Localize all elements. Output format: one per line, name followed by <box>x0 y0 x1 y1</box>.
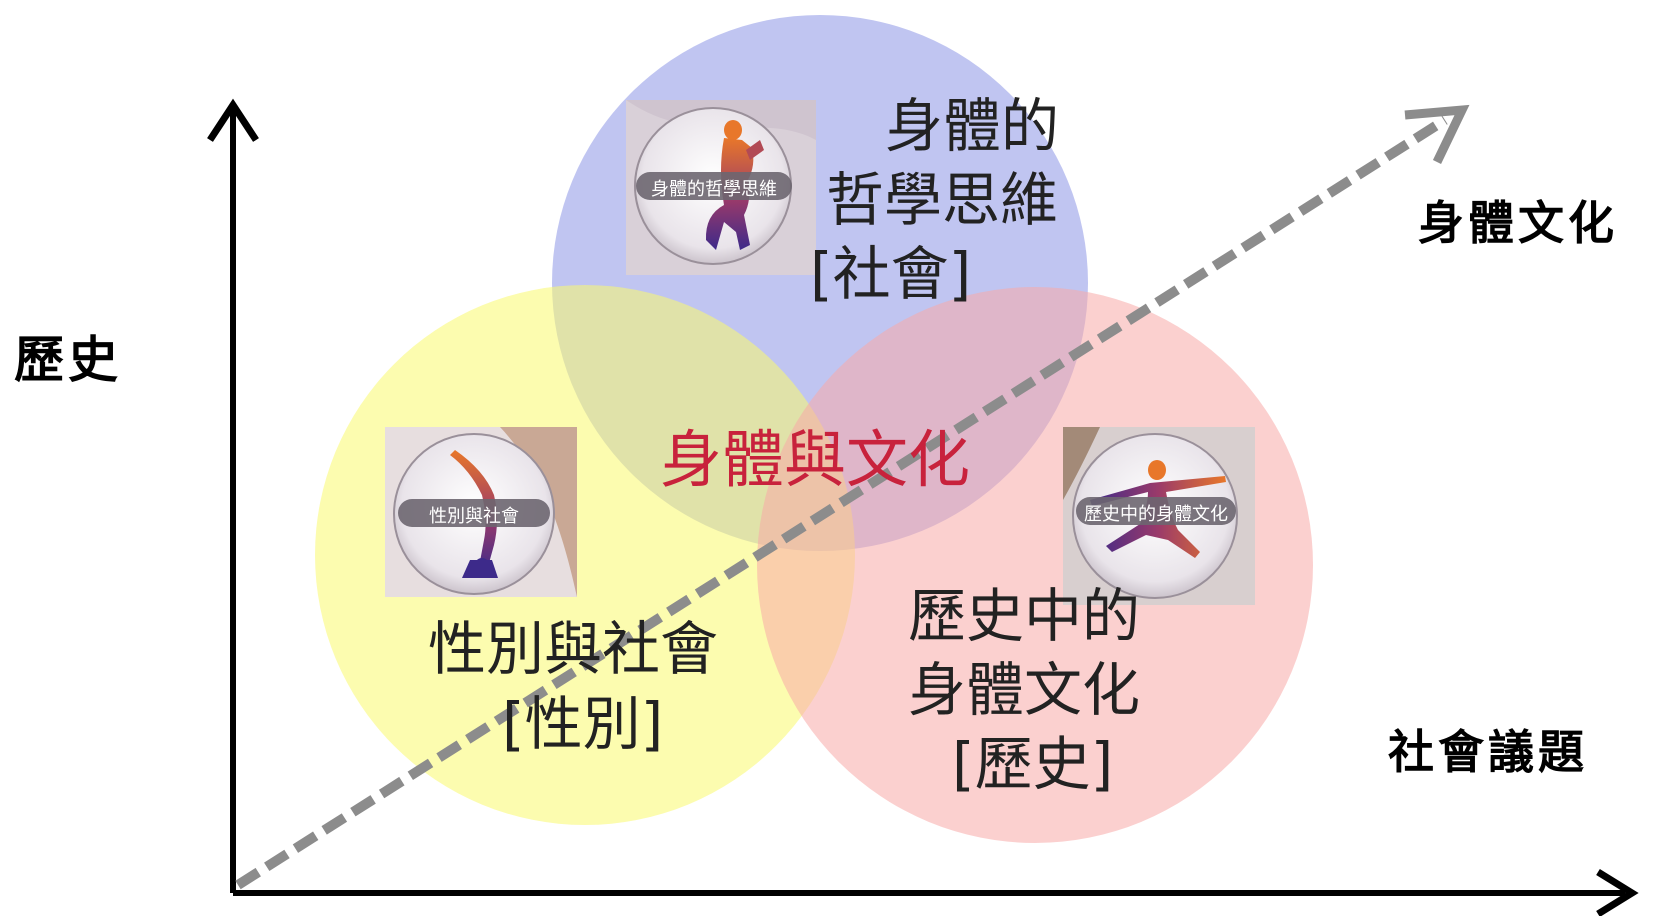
badge-gender-text: 性別與社會 <box>429 506 519 527</box>
history-title-line2: 身體文化 <box>908 656 1141 724</box>
gender-tag: [性別] <box>502 690 664 758</box>
handstand-silhouette-icon <box>450 450 498 578</box>
diagonal-axis-label: 身體文化 <box>1418 196 1618 250</box>
horizontal-axis-label: 社會議題 <box>1388 725 1588 779</box>
badge-society <box>626 100 816 275</box>
diagonal-axis <box>235 115 1448 890</box>
history-title-line1: 歷史中的 <box>908 582 1141 650</box>
circle-history <box>757 287 1313 843</box>
vertical-axis-label: 歷史 <box>14 330 122 389</box>
circle-gender <box>315 285 855 825</box>
badge-history-text: 歷史中的身體文化 <box>1084 504 1228 525</box>
badge-gender <box>385 427 577 597</box>
badge-history <box>1063 427 1255 605</box>
center-label: 身體與文化 <box>660 423 971 496</box>
society-title-line2: 哲學思維 <box>826 166 1059 234</box>
horizontal-axis-arrowhead <box>1596 869 1639 916</box>
diagonal-axis-arrowhead <box>1404 104 1470 164</box>
society-title-line1: 身體的 <box>885 92 1060 160</box>
history-tag: [歷史] <box>952 730 1114 798</box>
badge-society-text: 身體的哲學思維 <box>651 179 777 200</box>
vertical-axis-arrowhead <box>207 98 259 142</box>
society-tag: [社會] <box>810 240 972 308</box>
gender-title: 性別與社會 <box>428 615 719 683</box>
